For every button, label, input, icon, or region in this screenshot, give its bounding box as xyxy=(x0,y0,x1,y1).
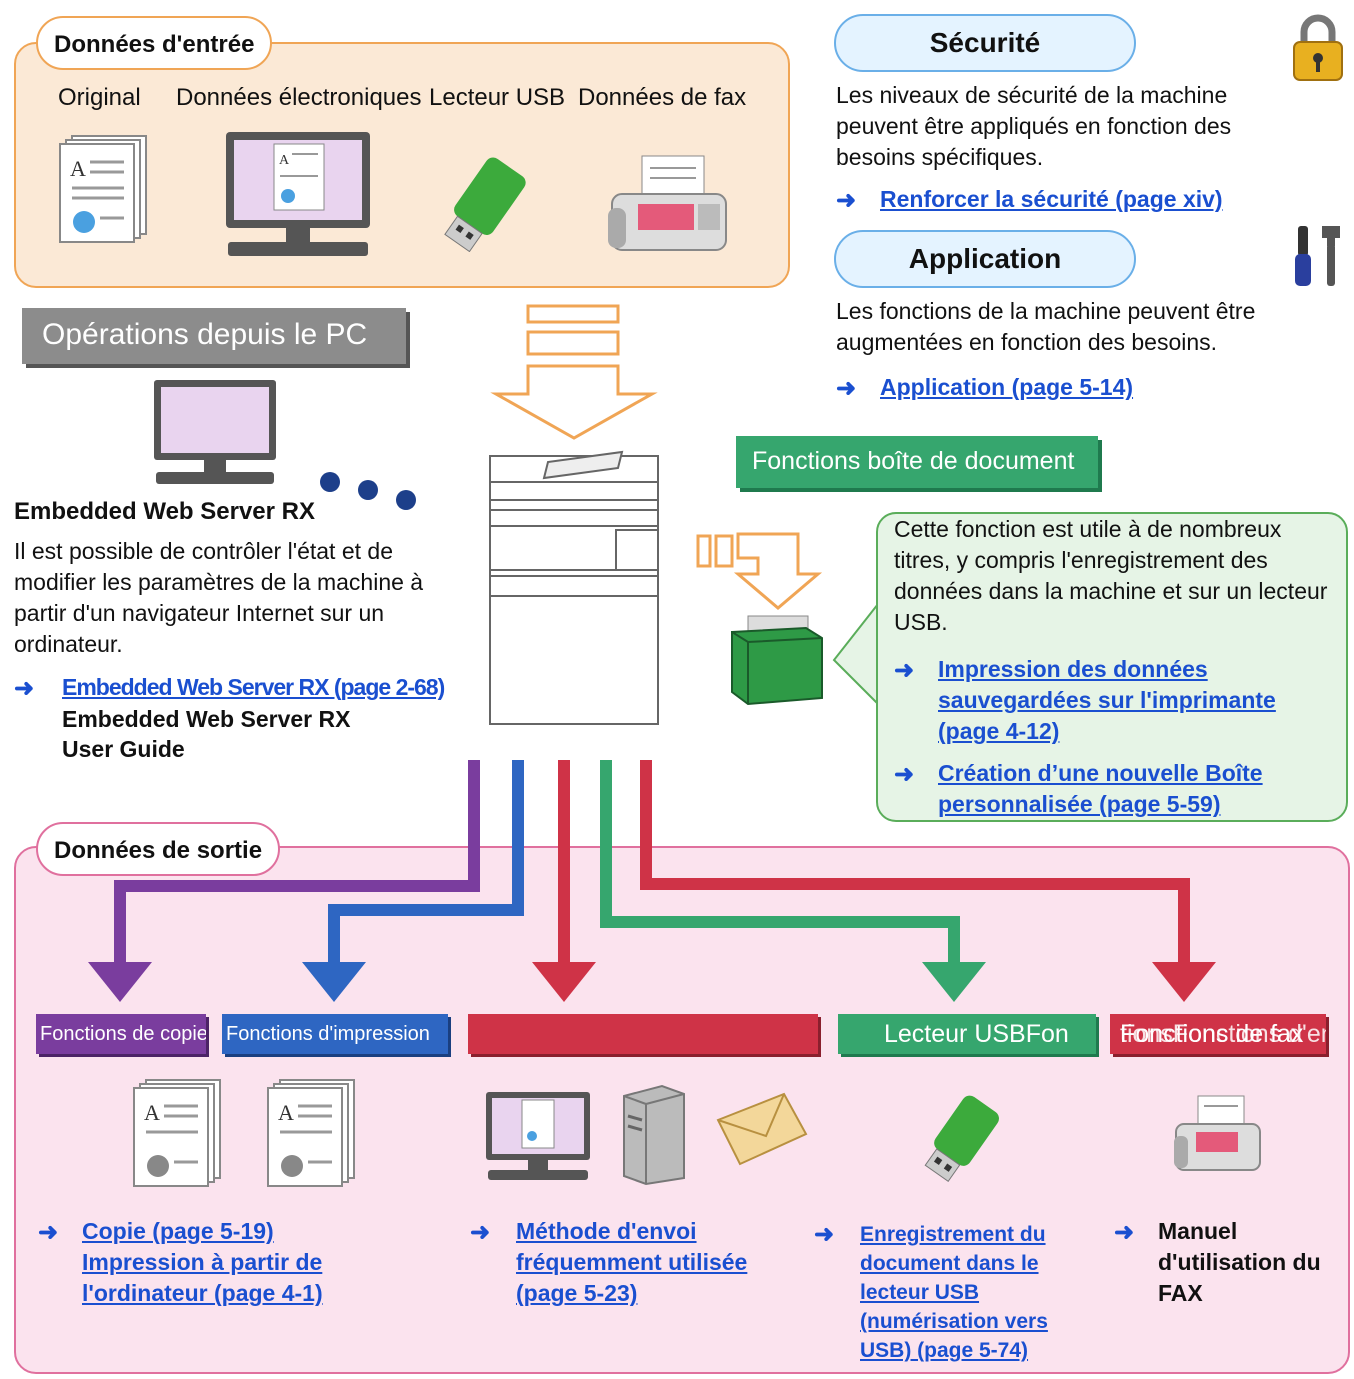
arrow-icon: ➜ xyxy=(836,375,857,402)
input-label-usb: Lecteur USB xyxy=(429,84,566,111)
ews-guide-line2: User Guide xyxy=(62,736,185,762)
overlapping-label: tionsFonctions d'envoi xyxy=(1120,1020,1326,1048)
monitor-icon xyxy=(154,380,276,484)
fax-manual-reference: Manuel d'utilisation du FAX xyxy=(1158,1218,1321,1306)
document-box-link-print[interactable]: Impression des données sauvegardées sur … xyxy=(938,656,1276,744)
fax-machine-icon xyxy=(608,155,727,251)
ews-guide-line1: Embedded Web Server RX xyxy=(62,706,351,732)
monitor-document-icon: A xyxy=(226,132,370,256)
document-box-callout xyxy=(876,512,1348,822)
send-functions-bar xyxy=(468,1014,818,1054)
arrow-icon: ➜ xyxy=(814,1221,835,1248)
arrow-icon: ➜ xyxy=(38,1219,59,1246)
input-label-electronic: Données électroniques xyxy=(176,84,422,111)
copy-link[interactable]: Copie (page 5-19) xyxy=(82,1218,274,1244)
arrow-icon: ➜ xyxy=(14,675,35,702)
tools-icon xyxy=(1295,226,1340,286)
print-document-stack-icon: A xyxy=(267,1079,355,1187)
callout-pointer xyxy=(832,603,879,705)
usb-link[interactable]: Enregistrement du document dans le lecte… xyxy=(860,1223,1048,1362)
arrow-icon: ➜ xyxy=(894,761,915,788)
input-label-original: Original xyxy=(58,84,141,111)
document-box-arrow xyxy=(696,532,823,610)
application-link[interactable]: Application (page 5-14) xyxy=(880,374,1134,400)
output-data-title: Données de sortie xyxy=(36,822,281,876)
arrow-icon: ➜ xyxy=(894,657,915,684)
dots-icon xyxy=(320,472,416,510)
svg-text:A: A xyxy=(70,156,86,181)
output-fax-machine-icon xyxy=(1174,1095,1261,1171)
copy-document-stack-icon: A xyxy=(133,1079,221,1187)
arrow-icon: ➜ xyxy=(836,187,857,214)
usb-drive-bar: Lecteur USBFon xyxy=(838,1014,1096,1054)
server-icon xyxy=(623,1084,685,1186)
input-arrow xyxy=(490,304,658,440)
ews-heading: Embedded Web Server RX xyxy=(14,498,315,525)
fax-functions-bar: tionsFonctions d'envoi Fonctions de fax xyxy=(1110,1014,1326,1054)
input-label-fax: Données de fax xyxy=(578,84,747,111)
document-box-text: Cette fonction est utile à de nombreux t… xyxy=(894,516,1328,635)
copy-functions-bar: Fonctions de copie xyxy=(36,1014,206,1054)
security-link[interactable]: Renforcer la sécurité (page xiv) xyxy=(880,186,1223,212)
arrow-icon: ➜ xyxy=(470,1219,491,1246)
print-functions-bar: Fonctions d'impression xyxy=(222,1014,448,1054)
fax-functions-label: Fonctions de fax xyxy=(1120,1020,1304,1048)
output-usb-drive-icon xyxy=(924,1095,999,1183)
svg-text:A: A xyxy=(144,1100,160,1125)
application-title: Application xyxy=(834,230,1136,288)
usb-drive-icon xyxy=(444,157,526,252)
padlock-icon xyxy=(1293,14,1343,81)
print-link[interactable]: Impression à partir de l'ordinateur (pag… xyxy=(82,1249,323,1306)
send-monitor-icon xyxy=(486,1092,590,1180)
security-text: Les niveaux de sécurité de la machine pe… xyxy=(836,82,1232,170)
multifunction-printer-icon xyxy=(489,450,659,725)
document-box-title: Fonctions boîte de document xyxy=(736,436,1098,488)
document-box-link-custom[interactable]: Création d’une nouvelle Boîte personnali… xyxy=(938,760,1263,817)
svg-text:A: A xyxy=(278,1100,294,1125)
input-data-title: Données d'entrée xyxy=(36,16,273,70)
ews-text: Il est possible de contrôler l'état et d… xyxy=(14,538,424,657)
file-box-icon xyxy=(731,615,823,706)
arrow-icon: ➜ xyxy=(1114,1219,1135,1246)
application-text: Les fonctions de la machine peuvent être… xyxy=(836,298,1256,355)
envelope-icon xyxy=(716,1092,808,1166)
svg-text:A: A xyxy=(279,153,290,168)
pc-operations-title: Opérations depuis le PC xyxy=(22,308,406,364)
document-stack-icon: A xyxy=(59,135,147,243)
ews-link[interactable]: Embedded Web Server RX (page 2-68) xyxy=(62,674,445,700)
security-title: Sécurité xyxy=(834,14,1136,72)
send-link[interactable]: Méthode d'envoi fréquemment utilisée (pa… xyxy=(516,1218,748,1306)
